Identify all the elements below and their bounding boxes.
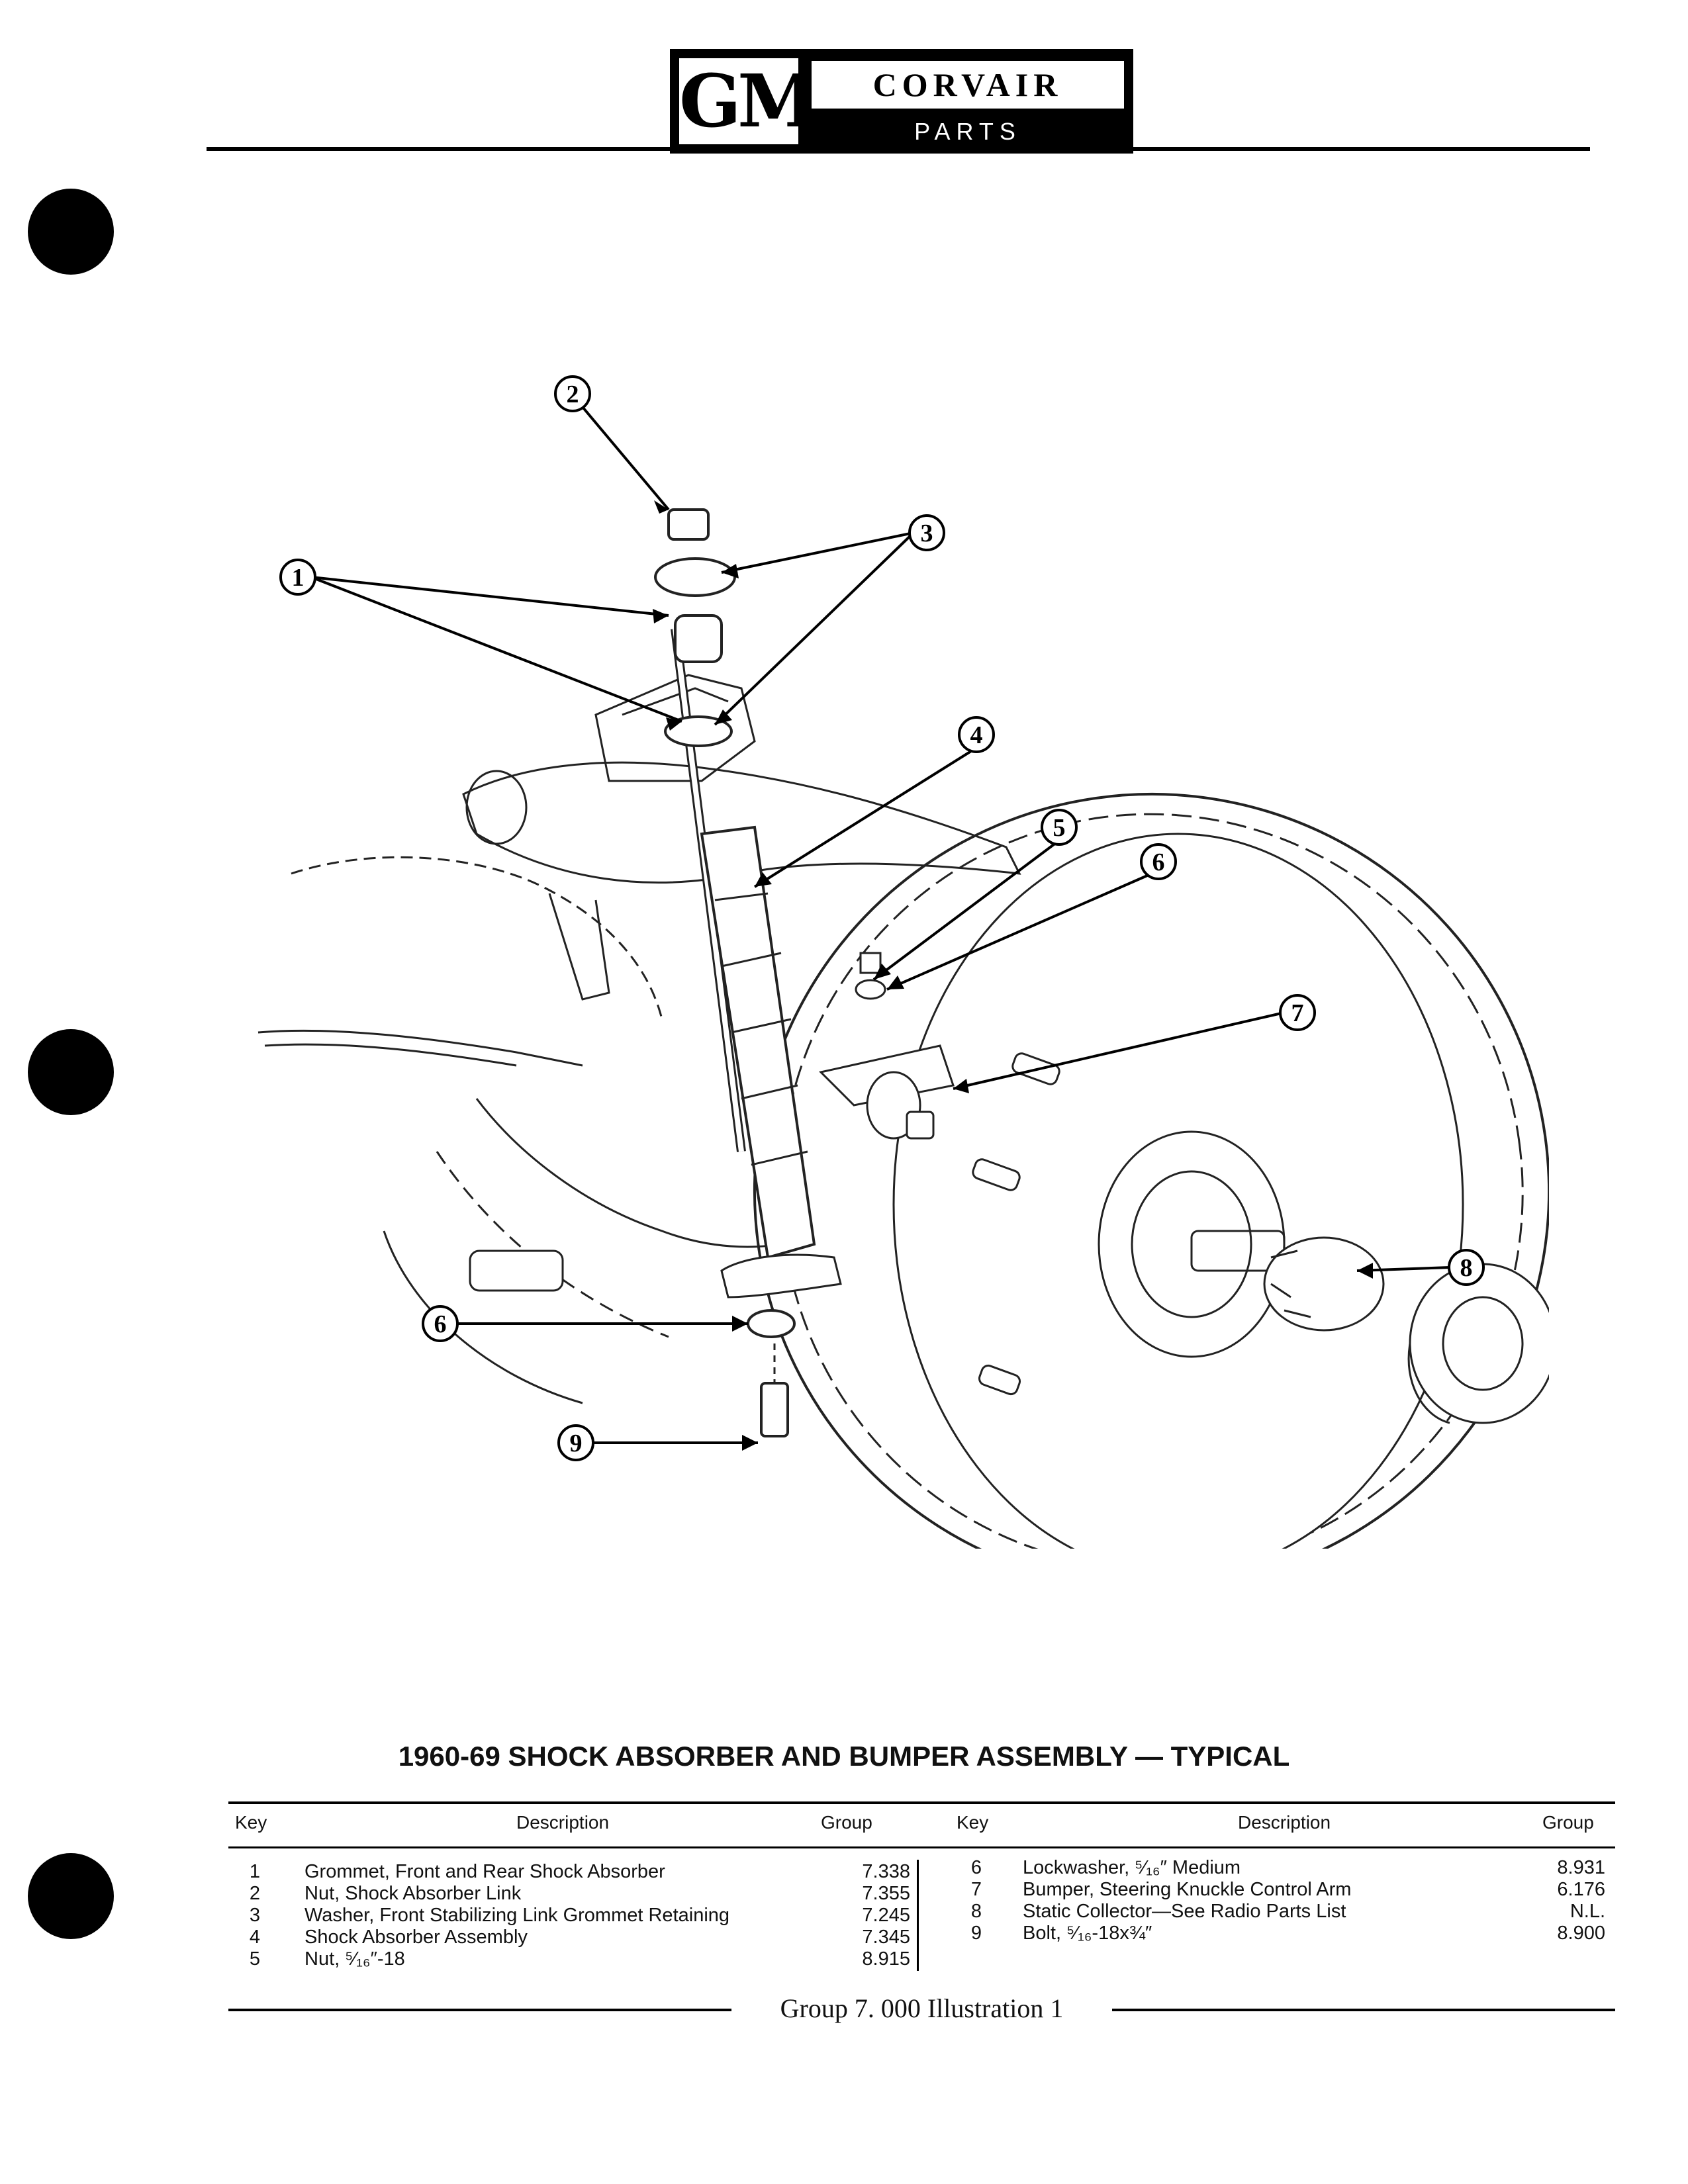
part-key: 1 [249, 1861, 261, 1882]
part-description: Static Collector—See Radio Parts List [1023, 1901, 1346, 1922]
callout-label: 6 [1152, 848, 1165, 876]
cross-member [291, 856, 663, 1020]
part-group: 8.915 [862, 1948, 910, 1970]
header-group-right: Group [1542, 1812, 1594, 1833]
part-description: Grommet, Front and Rear Shock Absorber [305, 1861, 665, 1882]
frame-outline [258, 1029, 583, 1067]
binder-hole-top [28, 189, 114, 275]
callout-label: 2 [567, 381, 579, 408]
upper-mount-bracket [594, 674, 756, 782]
callout-6-upper: 6 [1140, 843, 1177, 880]
table-rule-header [228, 1846, 1615, 1848]
header-description-right: Description [1238, 1812, 1331, 1833]
callout-label: 8 [1460, 1254, 1473, 1282]
callout-label: 1 [292, 564, 305, 592]
gm-logo: GM [679, 58, 818, 144]
part-group: 7.338 [862, 1861, 910, 1882]
nut-2 [667, 508, 710, 541]
callout-8: 8 [1448, 1249, 1485, 1286]
arm-support [548, 893, 610, 1001]
catalogue-header: GM CORVAIR PARTS CATALOGUE [670, 49, 1133, 178]
part-key: 4 [249, 1927, 261, 1948]
table-rule-top [228, 1801, 1615, 1804]
body-contour [383, 1230, 583, 1404]
washer-3 [654, 557, 736, 597]
part-description: Lockwasher, ⁵⁄₁₆″ Medium [1023, 1857, 1241, 1878]
callout-7: 7 [1279, 994, 1316, 1031]
header-key-left: Key [235, 1812, 267, 1833]
part-group: 8.931 [1557, 1857, 1605, 1878]
shock-lower-mount [720, 1253, 842, 1298]
part-group: 7.345 [862, 1927, 910, 1948]
header-group-left: Group [821, 1812, 872, 1833]
drum-face [892, 833, 1464, 1549]
part-description: Washer, Front Stabilizing Link Grommet R… [305, 1905, 730, 1926]
catalogue-subtitle: PARTS CATALOGUE [869, 118, 1066, 178]
footer-rule-right [1112, 2009, 1615, 2011]
callout-label: 9 [570, 1430, 583, 1457]
part-key: 2 [249, 1883, 261, 1904]
footer-rule-left [228, 2009, 731, 2011]
lower-arm [475, 1098, 808, 1248]
callout-label: 7 [1291, 999, 1304, 1027]
lower-arm-2 [436, 1151, 669, 1338]
frame-outline-2 [264, 1043, 517, 1067]
part-description: Shock Absorber Assembly [305, 1927, 528, 1948]
column-divider [917, 1860, 919, 1971]
header-key-right: Key [957, 1812, 989, 1833]
callout-label: 3 [921, 520, 933, 547]
header-description-left: Description [516, 1812, 610, 1833]
bolt-9 [760, 1382, 789, 1437]
callout-1: 1 [279, 559, 316, 596]
callout-label: 4 [970, 721, 983, 749]
part-group: 8.900 [1557, 1923, 1605, 1944]
hub-cap-outer [1409, 1263, 1549, 1424]
callout-label: 6 [434, 1310, 447, 1338]
callout-3: 3 [908, 514, 945, 551]
callout-label: 5 [1053, 814, 1066, 842]
footer-label: Group 7. 000 Illustration 1 [764, 1993, 1080, 2023]
part-group: 7.245 [862, 1905, 910, 1926]
shock-body [700, 825, 816, 1259]
grommet-1 [674, 614, 723, 663]
part-key: 6 [970, 1857, 982, 1878]
lockwasher-6-lower [747, 1309, 796, 1338]
page-footer: Group 7. 000 Illustration 1 [228, 1992, 1615, 2025]
figure-caption: 1960-69 SHOCK ABSORBER AND BUMPER ASSEMB… [398, 1741, 1290, 1772]
callouts: 1 2 3 4 5 6 7 6 8 9 [279, 375, 1485, 1461]
brake-drum [753, 793, 1549, 1549]
part-group: N.L. [1570, 1901, 1605, 1922]
callout-5: 5 [1041, 809, 1078, 846]
part-group: 6.176 [1557, 1879, 1605, 1900]
callout-9: 9 [557, 1424, 594, 1461]
upper-control-arm [462, 761, 1021, 884]
static-collector [1263, 1236, 1385, 1332]
part-key: 8 [970, 1901, 982, 1922]
callout-2: 2 [554, 375, 591, 412]
part-key: 9 [970, 1923, 982, 1944]
part-group: 7.355 [862, 1883, 910, 1904]
shock-absorber-illustration: 1 2 3 4 5 6 7 6 8 9 [258, 375, 1549, 1549]
part-description: Nut, Shock Absorber Link [305, 1883, 522, 1904]
binder-hole-bottom [28, 1853, 114, 1939]
brand-title: CORVAIR [812, 61, 1124, 109]
part-key: 7 [970, 1879, 982, 1900]
part-description: Bolt, ⁵⁄₁₆-18x¾″ [1023, 1923, 1152, 1944]
callout-4: 4 [958, 716, 995, 753]
part-description: Bumper, Steering Knuckle Control Arm [1023, 1879, 1352, 1900]
part-key: 3 [249, 1905, 261, 1926]
part-key: 5 [249, 1948, 261, 1970]
callout-6-lower: 6 [422, 1305, 459, 1342]
header-rule [207, 147, 1590, 151]
binder-hole-middle [28, 1029, 114, 1115]
part-description: Nut, ⁵⁄₁₆″-18 [305, 1948, 405, 1970]
